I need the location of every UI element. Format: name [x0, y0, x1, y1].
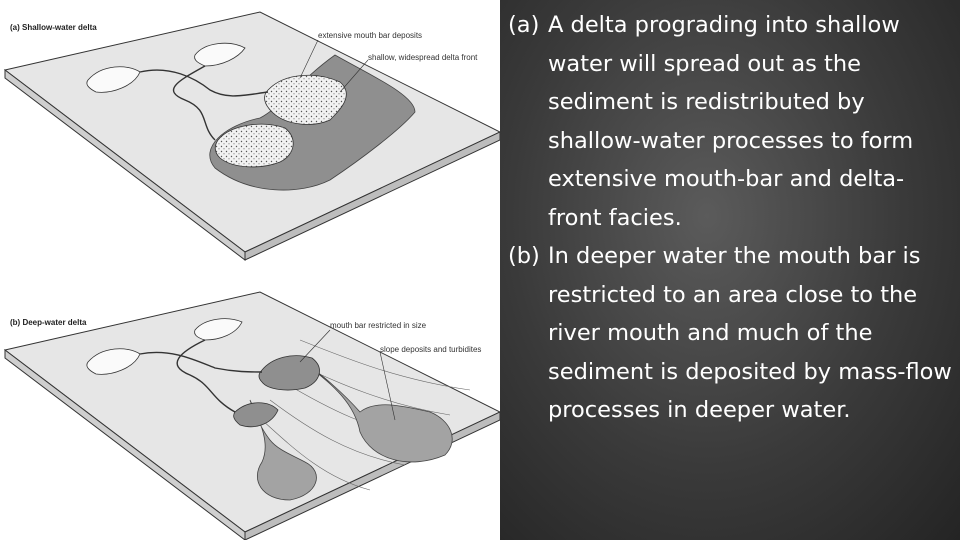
block-b-left-face [4, 348, 246, 540]
caption-item-a: (a) A delta prograding into shallow wate… [508, 6, 953, 237]
label-mouth-bar-restricted: mouth bar restricted in size [330, 321, 427, 330]
deep-water-delta-block: (b) Deep-water delta mouth bar restricte… [3, 291, 500, 540]
leader-line-slope-b [379, 351, 396, 421]
shallow-water-delta-block: (a) Shallow-water delta extensive mouth … [3, 11, 500, 262]
leader-line-mouth-bar-a [299, 39, 319, 79]
delta-diagram-figure: (a) Shallow-water delta extensive mouth … [3, 11, 500, 540]
caption-marker-b: (b) [508, 243, 540, 269]
block-a-left-face [4, 68, 246, 262]
label-delta-front: shallow, widespread delta front [368, 53, 478, 62]
turbidite-lobe-b1 [299, 359, 453, 463]
leader-line-delta-front-a [339, 59, 369, 93]
river-channel-a2 [139, 69, 269, 97]
caption-marker-a: (a) [508, 12, 540, 38]
mouth-bar-deposit-a-lower [214, 123, 294, 168]
river-channel-b1 [176, 339, 236, 413]
caption-item-b: (b) In deeper water the mouth bar is res… [508, 237, 953, 430]
leader-line-mouth-bar-b [299, 329, 331, 363]
floodplain-lake-b1 [194, 318, 243, 341]
delta-diagram-svg: (a) Shallow-water delta extensive mouth … [3, 11, 500, 540]
label-slope-deposits: slope deposits and turbidites [380, 345, 481, 354]
caption-text-a: A delta prograding into shallow water wi… [548, 12, 914, 231]
caption-list: (a) A delta prograding into shallow wate… [508, 6, 953, 430]
floodplain-lake-a2 [86, 66, 141, 93]
caption-text-b: In deeper water the mouth bar is restric… [548, 243, 952, 423]
mouth-bar-deposit-b [258, 355, 320, 391]
panel-b-title: (b) Deep-water delta [10, 318, 87, 327]
river-channel-b2 [139, 351, 263, 373]
mouth-bar-deposit-a-upper [264, 74, 347, 125]
panel-a-title: (a) Shallow-water delta [10, 23, 97, 32]
caption-panel: (a) A delta prograding into shallow wate… [500, 0, 960, 540]
floodplain-lake-a1 [194, 42, 246, 67]
river-channel-a1 [172, 65, 216, 141]
floodplain-lake-b2 [86, 348, 141, 375]
turbidite-lobe-b2 [249, 399, 317, 501]
mouth-bar-deposit-b2 [233, 402, 279, 428]
label-extensive-mouth-bar: extensive mouth bar deposits [318, 31, 422, 40]
